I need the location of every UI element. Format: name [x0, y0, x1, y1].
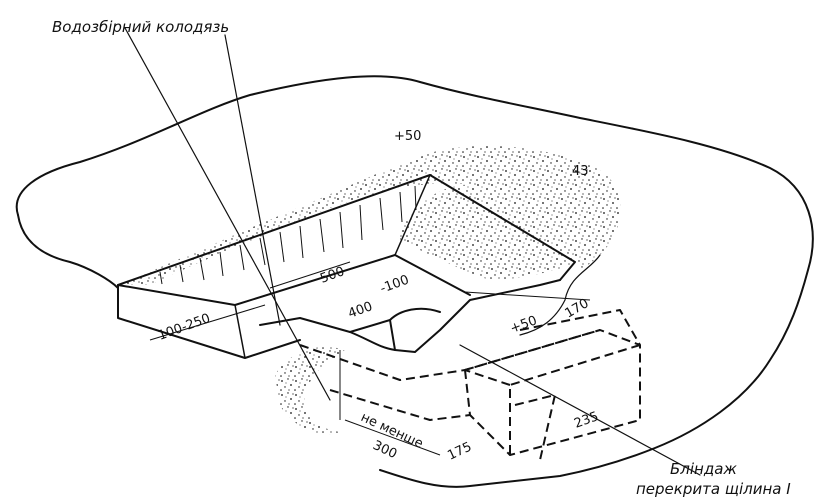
dim-400: 400 — [346, 299, 374, 322]
dim-235: 235 — [572, 409, 600, 432]
dim-43: 43 — [572, 164, 589, 179]
dim-plus50-low: +50 — [508, 313, 539, 336]
ground-contour-left — [17, 214, 119, 289]
dugout-leader-line — [459, 344, 701, 476]
dim-500: 500 — [318, 264, 346, 287]
trench-block — [117, 174, 576, 359]
parapet-outline — [519, 254, 601, 336]
parapet-stipple — [120, 146, 621, 285]
dim-175: 175 — [445, 440, 474, 464]
dugout-label-line2: перекрита щілина I — [636, 480, 791, 498]
dugout-label-line1: Бліндаж — [670, 460, 737, 478]
parapet-stipple-lower — [275, 347, 345, 435]
well-leader-line — [124, 27, 331, 401]
dugout-box — [299, 309, 641, 461]
ground-contour — [15, 75, 814, 488]
parapet-stipple-right — [400, 185, 578, 280]
dim-minus100: -100 — [378, 273, 411, 297]
wall-hatching — [159, 185, 417, 285]
dim-plus50-top: +50 — [394, 129, 421, 144]
dim-300: 300 — [370, 438, 399, 462]
dimension-lines — [149, 261, 591, 456]
well-leader-line-2 — [224, 34, 281, 326]
well-label: Водозбірний колодязь — [52, 18, 229, 36]
